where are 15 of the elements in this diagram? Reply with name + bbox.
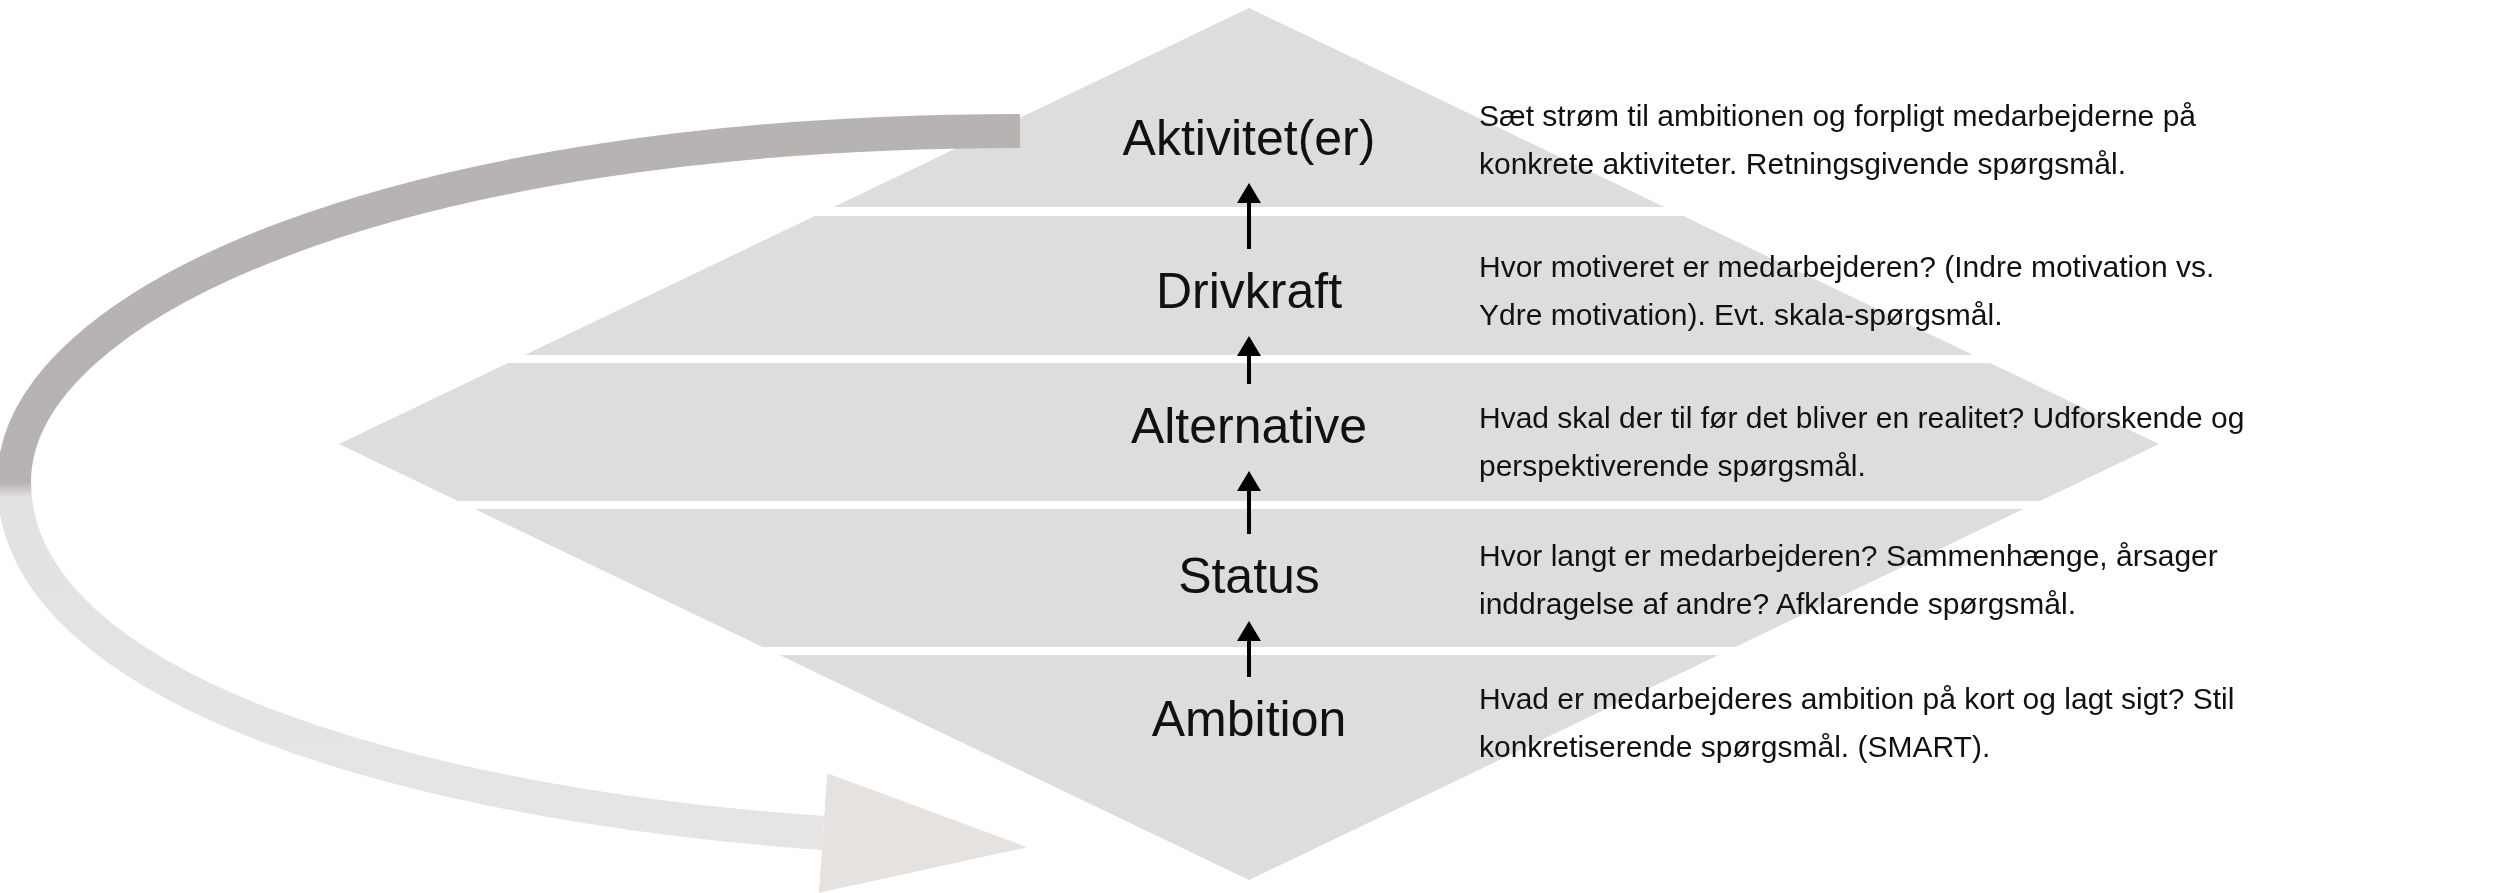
- stage-title: Drivkraft: [1155, 262, 1343, 320]
- stage-description: Hvor langt er medarbejderen? Sammenhænge, årsager inddragelse af andre? Afklarende spørgsmål.: [1479, 538, 2219, 622]
- stage-title: Ambition: [1151, 690, 1347, 748]
- arrow: [1237, 621, 1261, 677]
- stage-description: Hvor motiveret er medarbejderen? (Indre motivation vs. Ydre motivation). Evt. skala-spørgsmål.: [1479, 249, 2216, 333]
- stage-description: Sæt strøm til ambitionen og forpligt medarbejderne på konkrete aktiviteter. Retningsgivende spørgsmål.: [1479, 98, 2197, 182]
- curved-arrow: [0, 114, 1028, 893]
- stage-description: Hvad skal der til før det bliver en realitet? Udforskende og perspektiverende spørgsmål.: [1479, 400, 2246, 484]
- stage-title: Alternative: [1130, 397, 1368, 455]
- stage-title: Aktivitet(er): [1122, 109, 1376, 167]
- arrow: [1237, 183, 1261, 249]
- stage-description: Hvad er medarbejderes ambition på kort og lagt sigt? Stil konkretiserende spørgsmål. (SMART).: [1479, 681, 2236, 765]
- stage-title: Status: [1178, 547, 1320, 605]
- arrow: [1237, 471, 1261, 534]
- arrow: [1237, 336, 1261, 384]
